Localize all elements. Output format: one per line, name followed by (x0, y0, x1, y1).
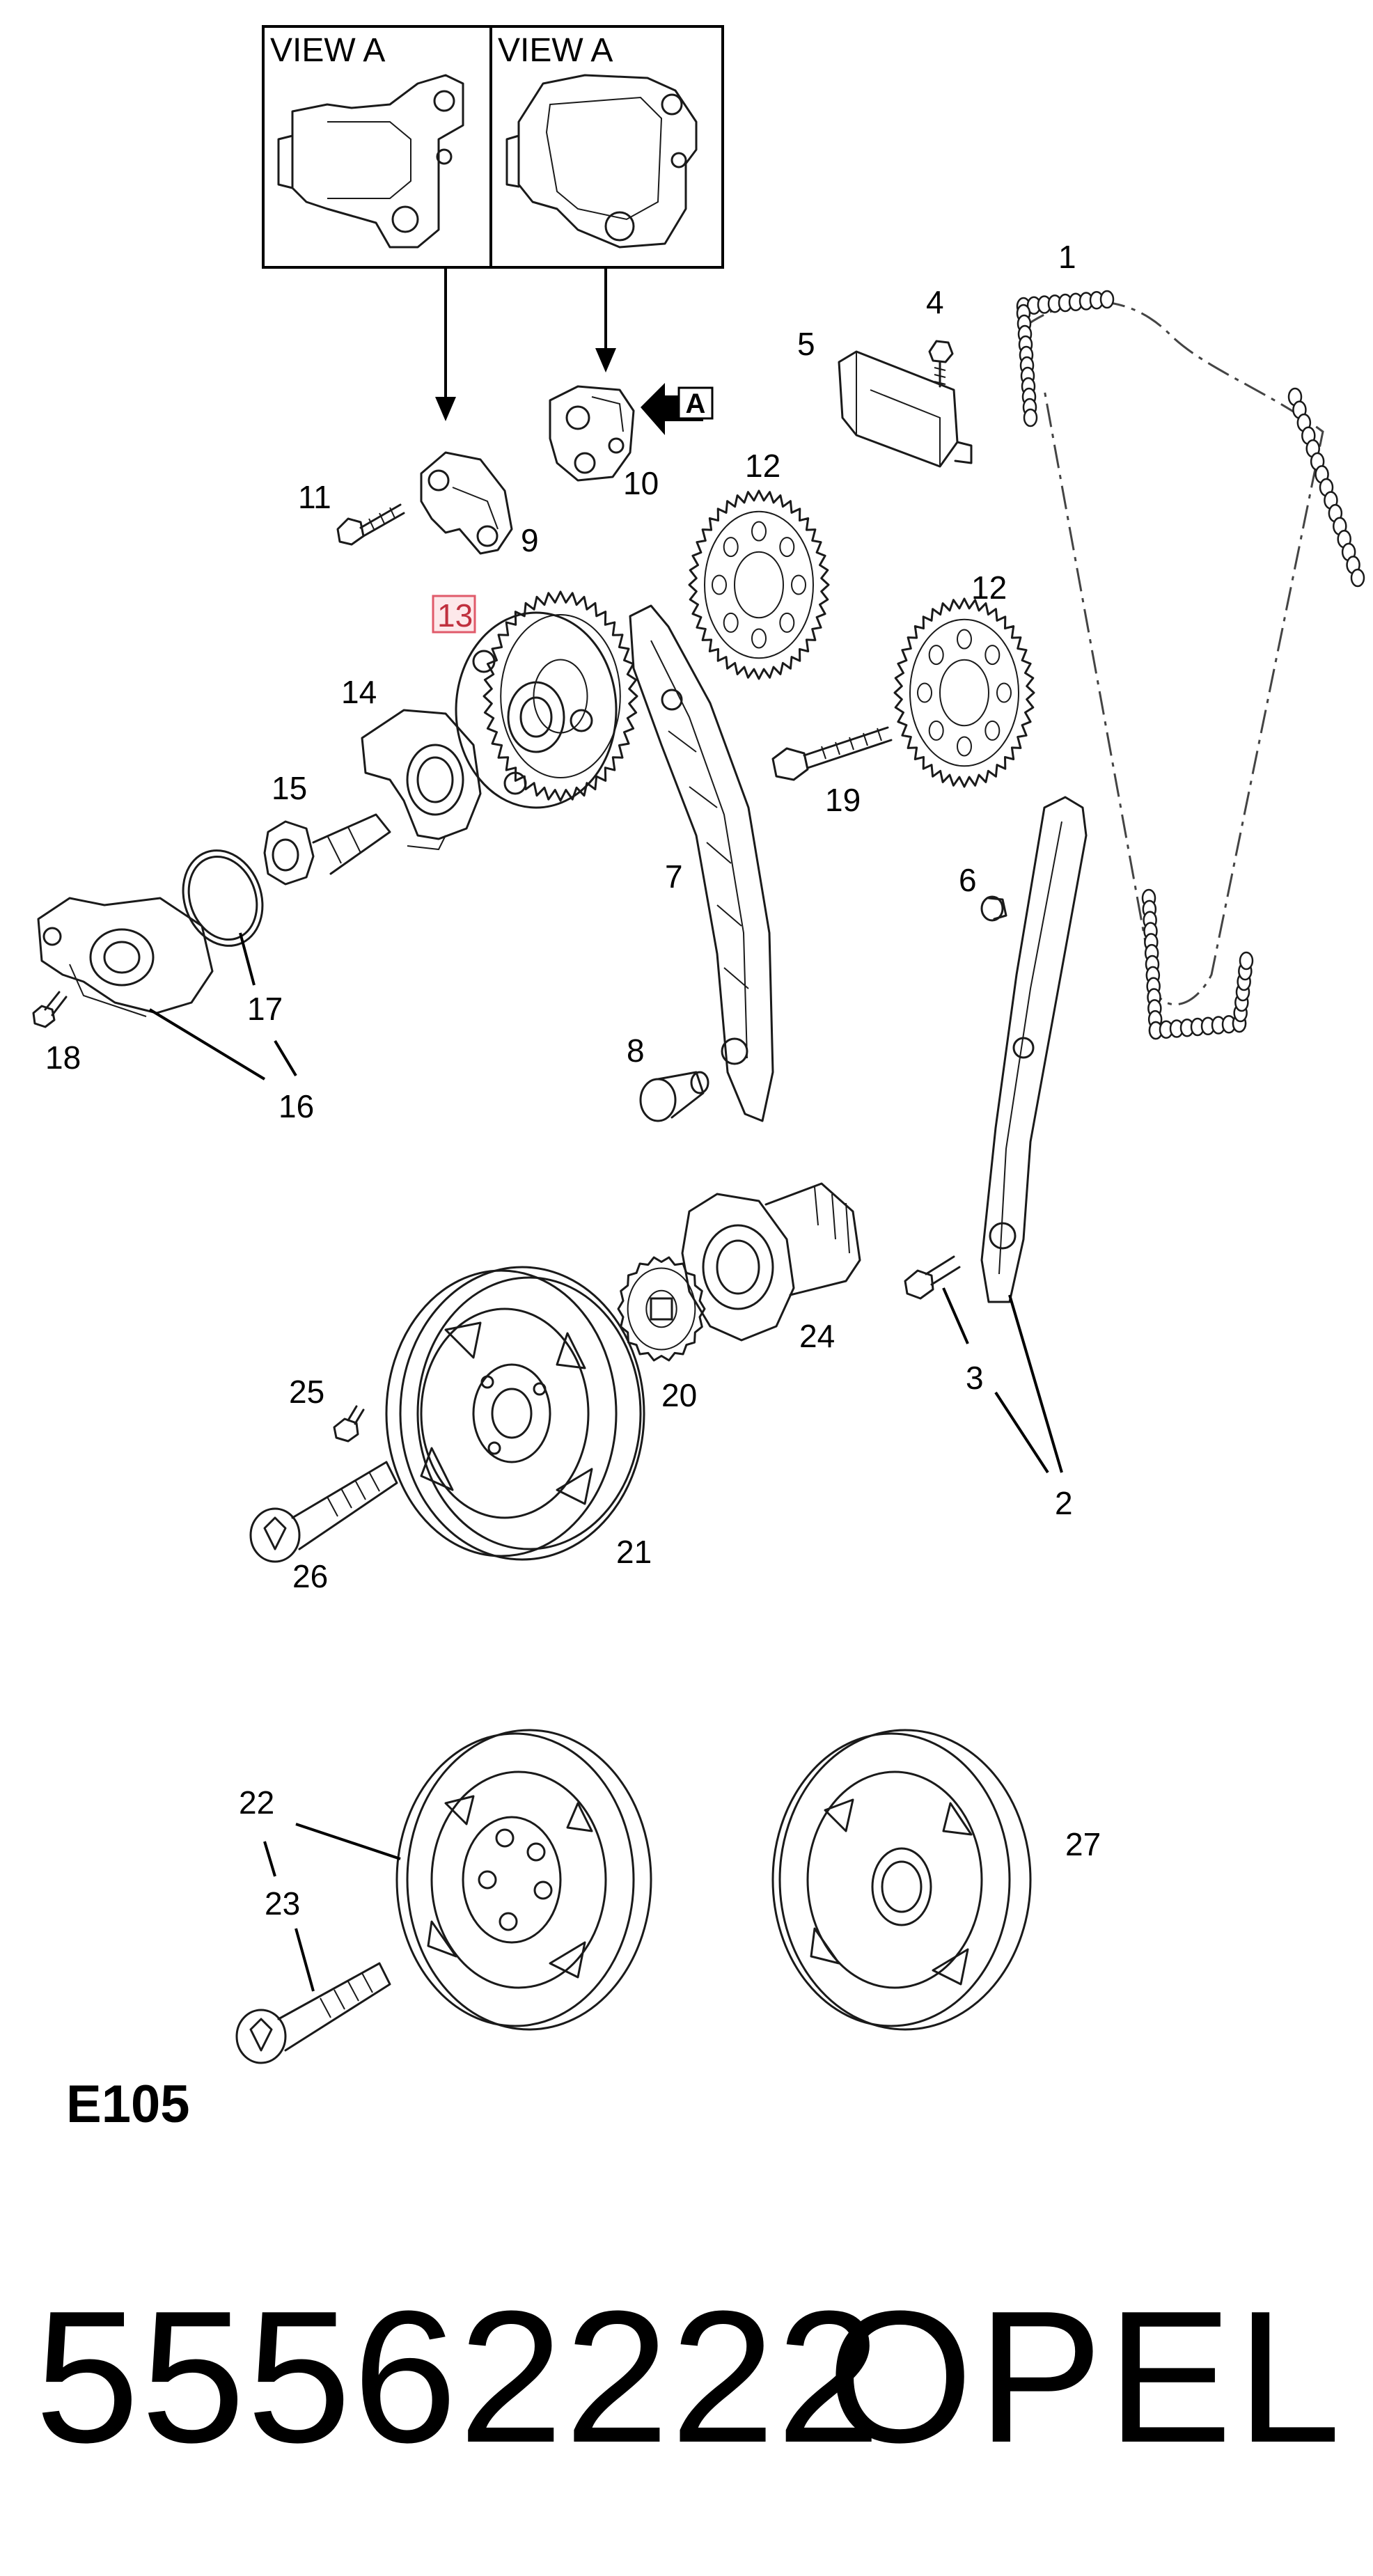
bolt-23 (235, 1962, 391, 2064)
pulley-21 (385, 1266, 645, 1561)
bracket-9 (420, 451, 513, 555)
bolt-19 (771, 726, 893, 781)
callout-18: 18 (45, 1039, 81, 1076)
tensioner-10 (549, 385, 635, 482)
callout-13: 13 (437, 597, 473, 634)
brand-name: OPEL (826, 2272, 1345, 2482)
bolt-18 (32, 991, 68, 1028)
callout-27: 27 (1065, 1826, 1101, 1862)
bolt-3 (904, 1255, 961, 1300)
sprocket-12-upper (688, 489, 830, 680)
callout-labels: 1 2 3 4 5 6 7 8 9 10 11 12 12 13 14 15 1… (45, 239, 1101, 1922)
callout-5: 5 (797, 326, 815, 362)
tensioner-rail-2 (980, 796, 1088, 1303)
callout-26: 26 (292, 1558, 328, 1594)
callout-21: 21 (616, 1534, 652, 1570)
bolt-25 (333, 1405, 365, 1443)
part-number: 55562222 (35, 2272, 883, 2482)
housing-16 (37, 897, 214, 1017)
o-ring-17 (182, 849, 264, 947)
callout-8: 8 (627, 1032, 645, 1069)
pin-8 (639, 1071, 709, 1122)
crank-sprocket-20 (617, 1256, 706, 1362)
timing-chain (1016, 290, 1365, 1040)
callout-9: 9 (521, 522, 539, 558)
diagram-code: E105 (66, 2075, 190, 2134)
callout-4: 4 (926, 284, 944, 320)
callout-11: 11 (298, 479, 331, 515)
view-arrow-label: A (686, 388, 706, 419)
pulley-27 (771, 1729, 1032, 2031)
hub-24 (681, 1182, 861, 1342)
callout-17: 17 (247, 991, 283, 1027)
callout-1: 1 (1058, 239, 1076, 275)
valve-15 (263, 813, 391, 886)
view-a-label-left: VIEW A (270, 32, 385, 69)
callout-3: 3 (966, 1360, 984, 1396)
guide-rail-7 (629, 604, 774, 1122)
guide-block-5 (838, 350, 973, 468)
callout-7: 7 (665, 858, 683, 895)
pulley-22 (395, 1729, 652, 2031)
cover-plate-14 (361, 709, 482, 851)
callout-23: 23 (265, 1885, 300, 1922)
callout-12-upper: 12 (745, 448, 780, 484)
callout-20: 20 (661, 1377, 697, 1413)
leader-lines (148, 932, 1063, 1992)
bolt-26 (249, 1461, 398, 1563)
view-a-label-right: VIEW A (498, 32, 613, 69)
view-a-left-bracket-drawing (277, 74, 464, 249)
callout-14: 14 (341, 674, 377, 710)
callout-6: 6 (959, 862, 977, 898)
callout-25: 25 (289, 1374, 324, 1410)
callout-10: 10 (623, 465, 659, 501)
sprocket-12-lower (893, 597, 1035, 788)
callout-12-lower: 12 (971, 570, 1007, 606)
view-direction-arrow: A (641, 383, 714, 435)
plug-6 (980, 895, 1007, 922)
callout-22: 22 (239, 1784, 274, 1821)
view-a-right-housing-drawing (505, 74, 698, 249)
bolt-11 (336, 503, 405, 546)
callout-19: 19 (825, 782, 861, 818)
bolt-4 (928, 340, 954, 388)
callout-15: 15 (272, 770, 307, 806)
callout-2: 2 (1055, 1485, 1073, 1521)
view-a-inset: VIEW A VIEW A (262, 25, 724, 421)
callout-13-highlight (432, 595, 476, 634)
callout-16: 16 (278, 1088, 314, 1124)
callout-24: 24 (799, 1318, 835, 1354)
cam-adjuster-13 (455, 590, 638, 809)
